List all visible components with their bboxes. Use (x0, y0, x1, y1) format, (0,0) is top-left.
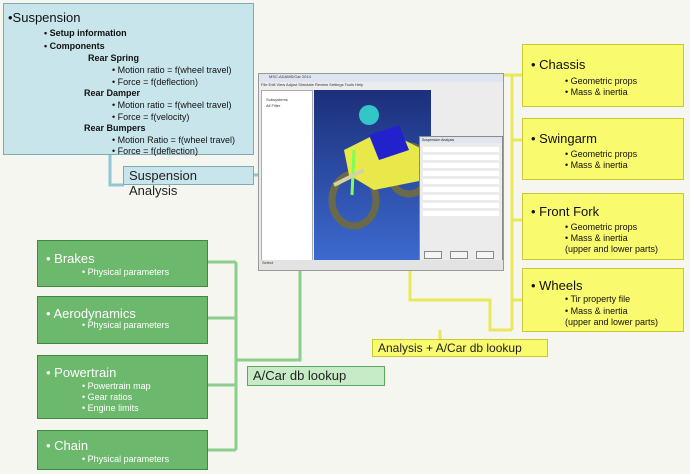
chassis-box: • Chassis • Geometric props • Mass & ine… (522, 44, 684, 107)
suspension-connector (108, 145, 124, 187)
chassis-title: • Chassis (531, 57, 586, 72)
aerodynamics-box: • Aerodynamics • Physical parameters (37, 296, 208, 344)
swingarm-item-2: • Mass & inertia (565, 160, 628, 170)
swingarm-title: • Swingarm (531, 131, 597, 146)
app-status-bar: Select (259, 260, 503, 270)
rear-spring-item-1: • Motion ratio = f(wheel travel) (112, 65, 232, 75)
suspension-analysis-label: Suspension Analysis (123, 166, 254, 198)
rear-damper-item-2: • Force = f(velocity) (112, 112, 190, 122)
chain-item-1: • Physical parameters (82, 454, 170, 464)
app-suspension-dialog[interactable]: Suspension Analysis (419, 136, 503, 266)
aerodynamics-title: • Aerodynamics (46, 306, 136, 321)
dialog-form-fields[interactable] (423, 147, 499, 217)
dialog-title: Suspension Analysis (420, 137, 502, 143)
swingarm-box: • Swingarm • Geometric props • Mass & in… (522, 118, 684, 180)
dialog-apply-button[interactable] (450, 251, 468, 259)
suspension-title: •Suspension (8, 10, 81, 25)
tree-item-filter[interactable]: All Filter (266, 103, 281, 108)
wheels-item-2: • Mass & inertia (565, 306, 628, 316)
app-model-tree[interactable]: Subsystems All Filter (261, 90, 313, 264)
wheels-title: • Wheels (531, 278, 583, 293)
swingarm-item-1: • Geometric props (565, 149, 638, 159)
components: • Components (44, 41, 105, 51)
powertrain-box: • Powertrain • Powertrain map • Gear rat… (37, 355, 208, 419)
brakes-box: • Brakes • Physical parameters (37, 240, 208, 287)
chain-title: • Chain (46, 438, 89, 453)
rear-spring-heading: Rear Spring (88, 53, 140, 63)
rear-bumpers-heading: Rear Bumpers (84, 123, 146, 133)
chain-box: • Chain • Physical parameters (37, 430, 208, 470)
brakes-title: • Brakes (46, 251, 95, 266)
motorcycle-model-image (328, 105, 433, 230)
front-fork-item-3: (upper and lower parts) (565, 244, 659, 254)
application-screenshot: MSC.ADAMS/Car 2014 File Edit View Adjust… (258, 73, 504, 271)
db-lookup-label: A/Car db lookup (247, 366, 385, 386)
left-boxes-connector (208, 260, 238, 452)
chassis-item-1: • Geometric props (565, 76, 638, 86)
tree-item-subsystems[interactable]: Subsystems (266, 97, 288, 102)
dialog-cancel-button[interactable] (476, 251, 494, 259)
wheels-item-1: • Tir property file (565, 294, 631, 304)
powertrain-item-1: • Powertrain map (82, 381, 151, 391)
aerodynamics-item-1: • Physical parameters (82, 320, 170, 330)
brakes-item-1: • Physical parameters (82, 267, 170, 277)
powertrain-item-2: • Gear ratios (82, 392, 133, 402)
app-menu-bar[interactable]: File Edit View Adjust Simulate Review Se… (261, 82, 364, 87)
front-fork-title: • Front Fork (531, 204, 600, 219)
rear-bumpers-item-1: • Motion Ratio = f(wheel travel) (112, 135, 235, 145)
app-3d-view[interactable] (314, 90, 433, 260)
app-window-title: MSC.ADAMS/Car 2014 (259, 74, 503, 82)
front-fork-item-1: • Geometric props (565, 222, 638, 232)
front-fork-box: • Front Fork • Geometric props • Mass & … (522, 193, 684, 260)
rear-bumpers-item-2: • Force = f(deflection) (112, 146, 198, 156)
front-fork-item-2: • Mass & inertia (565, 233, 628, 243)
db-lookup-connector (236, 270, 302, 362)
chassis-item-2: • Mass & inertia (565, 87, 628, 97)
analysis-connector (408, 270, 512, 332)
rear-damper-item-1: • Motion ratio = f(wheel travel) (112, 100, 232, 110)
right-boxes-connector (502, 73, 522, 330)
suspension-box: •Suspension • Setup information • Compon… (3, 3, 254, 156)
setup-information: • Setup information (44, 28, 127, 38)
powertrain-item-3: • Engine limits (82, 403, 139, 413)
wheels-item-3: (upper and lower parts) (565, 317, 659, 327)
dialog-ok-button[interactable] (424, 251, 442, 259)
rear-spring-item-2: • Force = f(deflection) (112, 77, 198, 87)
rear-damper-heading: Rear Damper (84, 88, 141, 98)
powertrain-title: • Powertrain (46, 365, 117, 380)
wheels-box: • Wheels • Tir property file • Mass & in… (522, 268, 684, 332)
analysis-db-lookup-label: Analysis + A/Car db lookup (372, 339, 548, 357)
